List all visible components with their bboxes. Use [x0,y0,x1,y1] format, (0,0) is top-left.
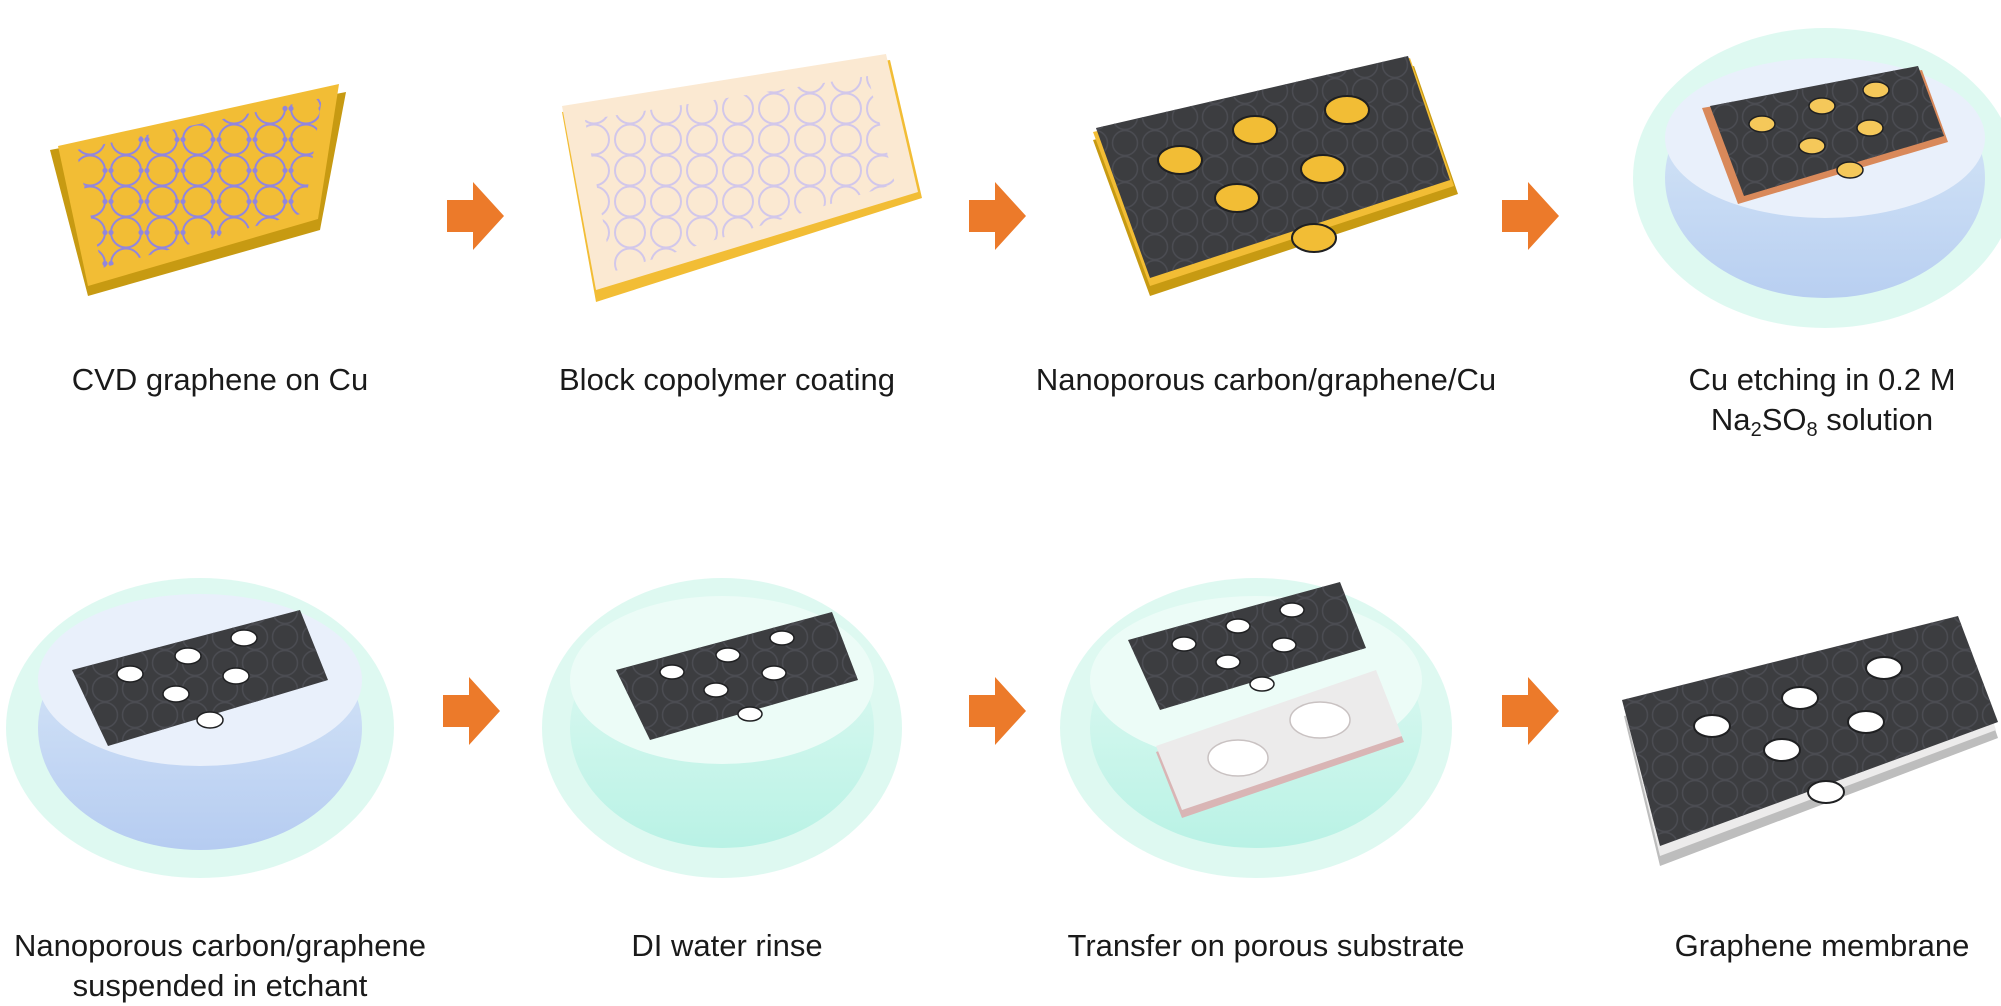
caption-step-3: Nanoporous carbon/graphene/Cu [1035,362,1497,397]
caption-step-6: DI water rinse [631,928,823,963]
caption-step-2: Block copolymer coating [559,362,895,397]
arrow-right-icon [443,677,500,745]
arrow-right-icon [1502,677,1559,745]
caption-step-5-line1: Nanoporous carbon/graphene [14,928,426,963]
di-water-rinse [542,578,902,878]
caption-step-4-line2: Na2SO8 solution [1710,402,1934,441]
arrow-right-icon [969,182,1026,250]
caption-step-5-line2: suspended in etchant [72,968,368,1003]
caption-step-8: Graphene membrane [1674,928,1970,963]
transfer-on-substrate [1060,578,1452,878]
caption-step-4: Cu etching in 0.2 M Na2SO8 solution [1572,360,2001,440]
cu-foil-graphene [50,84,346,296]
caption-step-4-line1: Cu etching in 0.2 M [1688,362,1956,397]
polymer-coated-foil [562,54,922,302]
arrow-right-icon [447,182,504,250]
caption-step-1: CVD graphene on Cu [71,362,369,397]
suspended-in-etchant [6,578,394,878]
arrow-right-icon [1502,182,1559,250]
nanoporous-carbon-on-cu [1093,56,1458,296]
arrow-right-icon [969,677,1026,745]
etching-bath [1633,28,2001,328]
caption-step-5: Nanoporous carbon/graphene suspended in … [0,926,470,1006]
caption-step-7: Transfer on porous substrate [1067,928,1465,963]
graphene-membrane [1622,616,1998,866]
